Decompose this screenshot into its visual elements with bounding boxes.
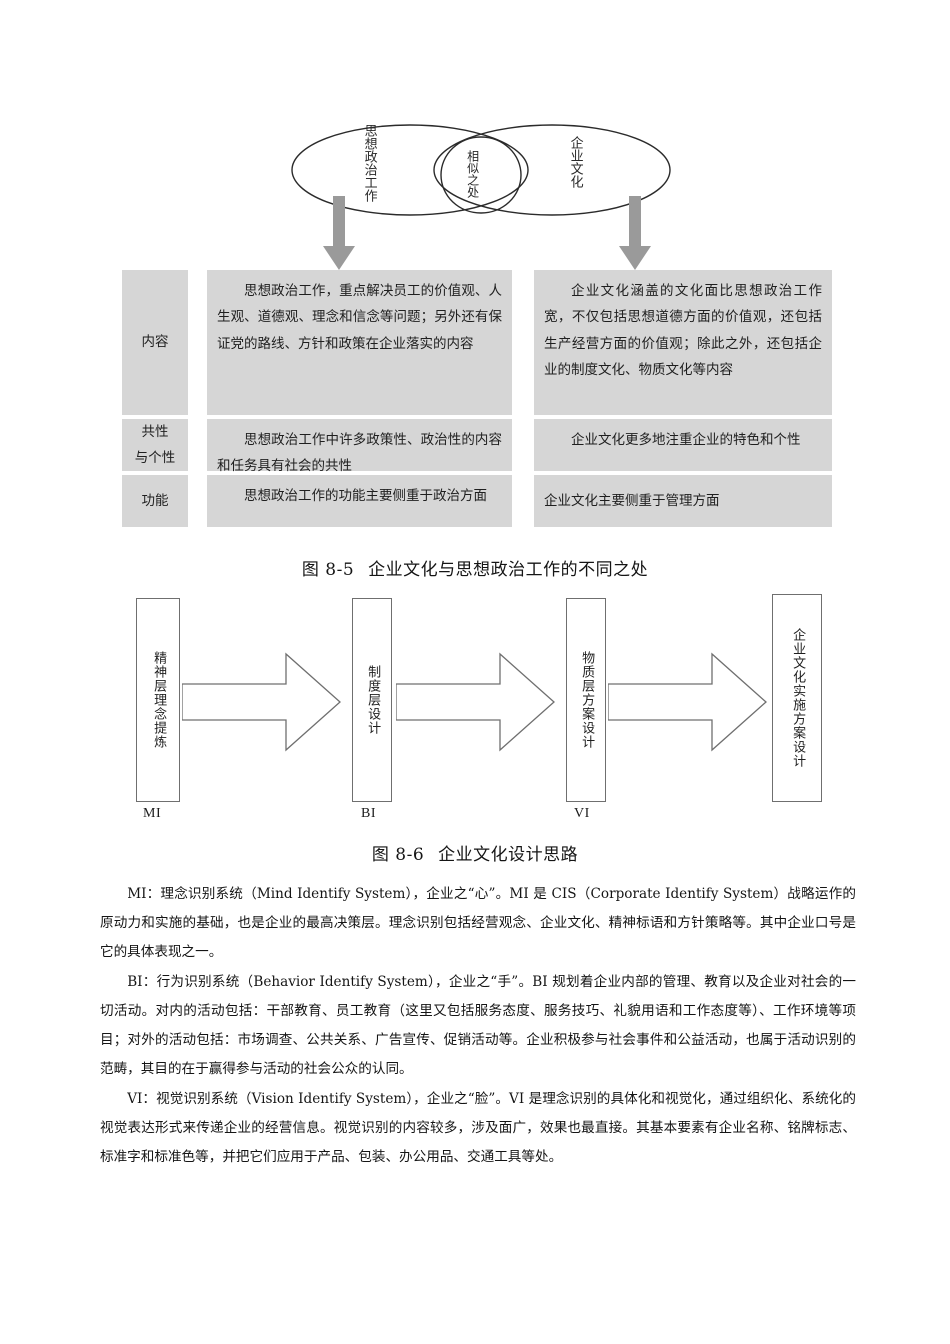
- figure-number: 图 8-5: [301, 560, 355, 580]
- cell-text: 企业文化涵盖的文化面比思想政治工作宽，不仅包括思想道德方面的价值观，还包括生产经…: [544, 283, 822, 378]
- table-row-category: 共性 与个性: [122, 419, 188, 471]
- table-row: 内容 思想政治工作，重点解决员工的价值观、人生观、道德观、理念和信念等问题；另外…: [122, 270, 832, 415]
- figure-title: 企业文化与思想政治工作的不同之处: [368, 560, 649, 580]
- venn-ellipse-left: [291, 124, 529, 216]
- table-row: 功能 思想政治工作的功能主要侧重于政治方面 企业文化主要侧重于管理方面: [122, 475, 832, 527]
- cell-text: 思想政治工作中许多政策性、政治性的内容和任务具有社会的共性: [217, 432, 502, 475]
- venn-ellipse-right: [433, 124, 671, 216]
- right-arrow-1-icon: [182, 652, 341, 752]
- figure-title: 企业文化设计思路: [438, 845, 579, 865]
- paragraph-bi: BI：行为识别系统（Behavior Identify System），企业之“…: [100, 973, 856, 1078]
- process-flow-diagram: 精神层理念提炼 制度层设计 物质层方案设计 企业文化实施方案设计 MI BI V…: [0, 594, 950, 824]
- paragraph-vi: VI：视觉识别系统（Vision Identify System），企业之“脸”…: [100, 1090, 856, 1165]
- flow-box-mi: 精神层理念提炼: [136, 598, 180, 802]
- table-cell-corporate: 企业文化更多地注重企业的特色和个性: [534, 419, 832, 471]
- table-row: 共性 与个性 思想政治工作中许多政策性、政治性的内容和任务具有社会的共性 企业文…: [122, 419, 832, 474]
- right-arrow-3-icon: [608, 652, 767, 752]
- down-arrow-left-icon: [323, 196, 355, 270]
- table-cell-ideological: 思想政治工作，重点解决员工的价值观、人生观、道德观、理念和信念等问题；另外还有保…: [207, 270, 512, 415]
- right-arrow-2-icon: [396, 652, 555, 752]
- figure-caption-8-5: 图 8-5 企业文化与思想政治工作的不同之处: [0, 555, 950, 580]
- venn-label-right: 企业文化: [567, 136, 583, 188]
- body-text-block: MI：理念识别系统（Mind Identify System），企业之“心”。M…: [100, 880, 856, 1172]
- venn-ellipse-middle: [440, 136, 522, 214]
- comparison-table: 内容 思想政治工作，重点解决员工的价值观、人生观、道德观、理念和信念等问题；另外…: [122, 270, 832, 531]
- flow-box-label: 企业文化实施方案设计: [790, 628, 806, 768]
- figure-caption-8-6: 图 8-6 企业文化设计思路: [0, 840, 950, 865]
- paragraph-mi: MI：理念识别系统（Mind Identify System），企业之“心”。M…: [100, 886, 856, 961]
- venn-diagram: 思想政治工作 相似之处 企业文化: [0, 118, 950, 228]
- table-cell-ideological: 思想政治工作的功能主要侧重于政治方面: [207, 475, 512, 527]
- flow-code-vi: VI: [574, 806, 590, 821]
- figure-number: 图 8-6: [371, 845, 425, 865]
- table-cell-corporate: 企业文化涵盖的文化面比思想政治工作宽，不仅包括思想道德方面的价值观，还包括生产经…: [534, 270, 832, 415]
- table-cell-ideological: 思想政治工作中许多政策性、政治性的内容和任务具有社会的共性: [207, 419, 512, 474]
- category-line: 功能: [141, 492, 169, 509]
- venn-shapes: [291, 124, 671, 216]
- cell-text: 思想政治工作，重点解决员工的价值观、人生观、道德观、理念和信念等问题；另外还有保…: [217, 283, 502, 352]
- table-row-category: 内容: [122, 270, 188, 415]
- category-line: 共性: [141, 423, 169, 440]
- cell-text: 思想政治工作的功能主要侧重于政治方面: [244, 488, 487, 504]
- cell-text: 企业文化更多地注重企业的特色和个性: [571, 432, 801, 448]
- flow-code-bi: BI: [361, 806, 376, 821]
- flow-box-label: 物质层方案设计: [579, 651, 595, 749]
- cell-text: 企业文化主要侧重于管理方面: [544, 492, 720, 509]
- flow-box-label: 精神层理念提炼: [151, 651, 167, 749]
- category-line: 与个性: [134, 450, 176, 466]
- venn-label-middle: 相似之处: [465, 150, 480, 198]
- table-cell-corporate: 企业文化主要侧重于管理方面: [534, 475, 832, 527]
- venn-label-left: 思想政治工作: [361, 124, 377, 202]
- flow-code-mi: MI: [143, 806, 162, 821]
- down-arrow-right-icon: [619, 196, 651, 270]
- category-line: 内容: [141, 334, 169, 351]
- flow-box-vi: 物质层方案设计: [566, 598, 606, 802]
- table-row-category: 功能: [122, 475, 188, 527]
- flow-box-bi: 制度层设计: [352, 598, 392, 802]
- flow-box-result: 企业文化实施方案设计: [772, 594, 822, 802]
- flow-box-label: 制度层设计: [365, 665, 381, 735]
